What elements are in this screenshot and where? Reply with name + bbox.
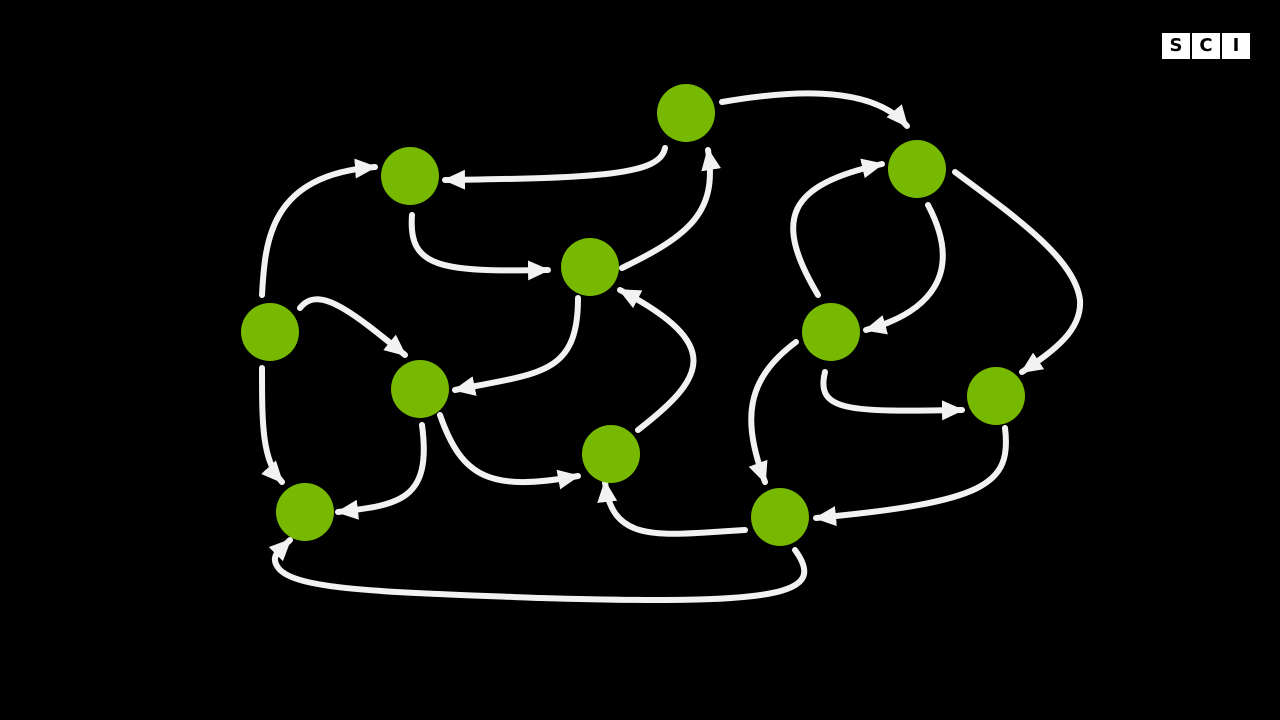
edge-arrow — [719, 90, 910, 129]
graph-node — [888, 140, 946, 198]
graph-node — [967, 367, 1025, 425]
edges-layer — [259, 90, 1084, 603]
graph-node — [582, 425, 640, 483]
graph-node — [561, 238, 619, 296]
sci-logo: S C I — [1162, 33, 1250, 59]
edge-arrow — [437, 412, 581, 490]
edge-arrow — [259, 365, 285, 485]
edge-arrow — [790, 158, 885, 298]
edge-arrow — [268, 537, 808, 603]
logo-letter-s: S — [1162, 33, 1190, 59]
graph-node — [241, 303, 299, 361]
edge-arrow — [452, 295, 581, 396]
edge-arrow — [617, 287, 697, 433]
graph-node — [381, 147, 439, 205]
edge-arrow — [297, 296, 408, 358]
logo-letter-c: C — [1192, 33, 1220, 59]
edge-arrow — [408, 212, 551, 281]
edge-arrow — [863, 202, 946, 335]
edge-arrow — [619, 147, 722, 271]
edge-arrow — [597, 479, 748, 537]
graph-node — [276, 483, 334, 541]
edge-arrow — [259, 158, 378, 298]
nodes-layer — [241, 84, 1025, 546]
graph-node — [657, 84, 715, 142]
graph-node — [751, 488, 809, 546]
edge-arrow — [820, 369, 965, 421]
edge-arrow — [813, 425, 1009, 527]
graph-node — [802, 303, 860, 361]
edge-arrow — [748, 339, 799, 485]
logo-letter-i: I — [1222, 33, 1250, 59]
graph-node — [391, 360, 449, 418]
edge-arrow — [335, 422, 427, 520]
edge-arrow — [952, 169, 1084, 375]
edge-arrow — [442, 145, 668, 190]
